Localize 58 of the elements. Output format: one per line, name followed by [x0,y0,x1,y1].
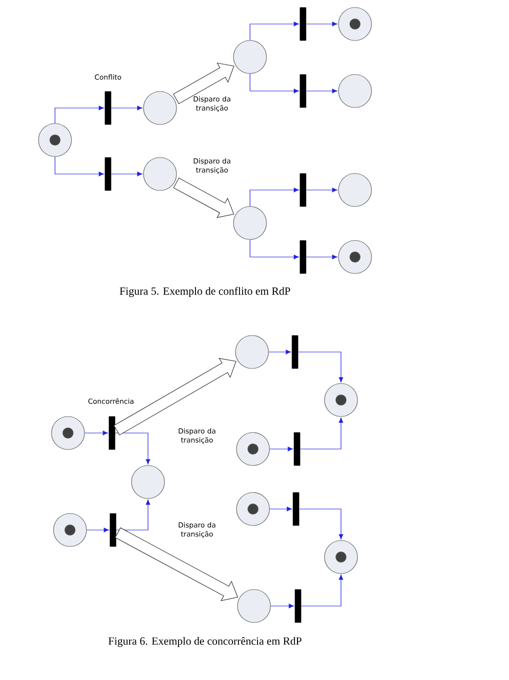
arc-arrow [270,604,294,608]
place-circle [233,206,267,240]
place-circle [131,465,165,499]
place-circle [233,40,267,74]
arc-arrow [116,500,150,530]
arc-arrow [270,506,292,512]
transition-bar [300,74,306,108]
block-arrow [114,358,236,436]
arc-arrow [250,74,299,94]
place-circle [338,240,372,274]
arc-arrow [300,574,344,606]
arc-arrow [300,418,344,450]
arc-arrow [110,172,142,176]
place-circle [324,383,358,417]
transition-bar [300,7,306,41]
block-arrow [173,178,234,218]
arc-arrow [84,430,108,436]
transition-bar [292,492,300,526]
place-circle [338,173,372,207]
arc-arrow [250,22,299,40]
arc-arrow [306,188,338,192]
place-circle [338,74,372,108]
transition-bar [294,432,300,466]
arc-arrow [114,432,150,464]
place-circle [51,416,85,450]
place-circle [324,540,358,574]
transition-bar [104,91,112,125]
arc-arrow [86,528,109,532]
transition-bar [294,589,302,623]
place-circle [236,492,270,526]
transition-bar [108,416,116,450]
arc-arrow [306,88,338,94]
place-circle [338,7,372,41]
arc-arrow [250,240,299,260]
arc-arrow [54,156,104,176]
transition-bar [104,157,112,191]
arc-arrow [306,254,338,260]
arc-arrow [268,350,291,354]
place-circle [143,91,177,125]
figure-caption: Figura 6. Exemplo de concorrência em RdP [108,637,302,648]
place-circle [53,513,87,547]
place-circle [38,123,72,157]
arc-arrow [298,352,344,382]
transition-bar [300,240,306,274]
arc-arrow [270,446,293,452]
arc-arrow [306,22,338,26]
figure-caption: Figura 5. Exemplo de conflito em RdP [120,286,290,298]
arc-arrow [110,106,142,110]
arc-arrow [298,508,344,540]
arc-arrow [54,106,104,124]
transition-bar [110,513,116,547]
transition-bar [300,173,306,207]
place-circle [236,432,270,466]
transition-bar [292,335,298,369]
place-circle [235,335,269,369]
arc-arrow [250,188,299,206]
place-circle [237,589,271,623]
place-circle [143,157,177,191]
